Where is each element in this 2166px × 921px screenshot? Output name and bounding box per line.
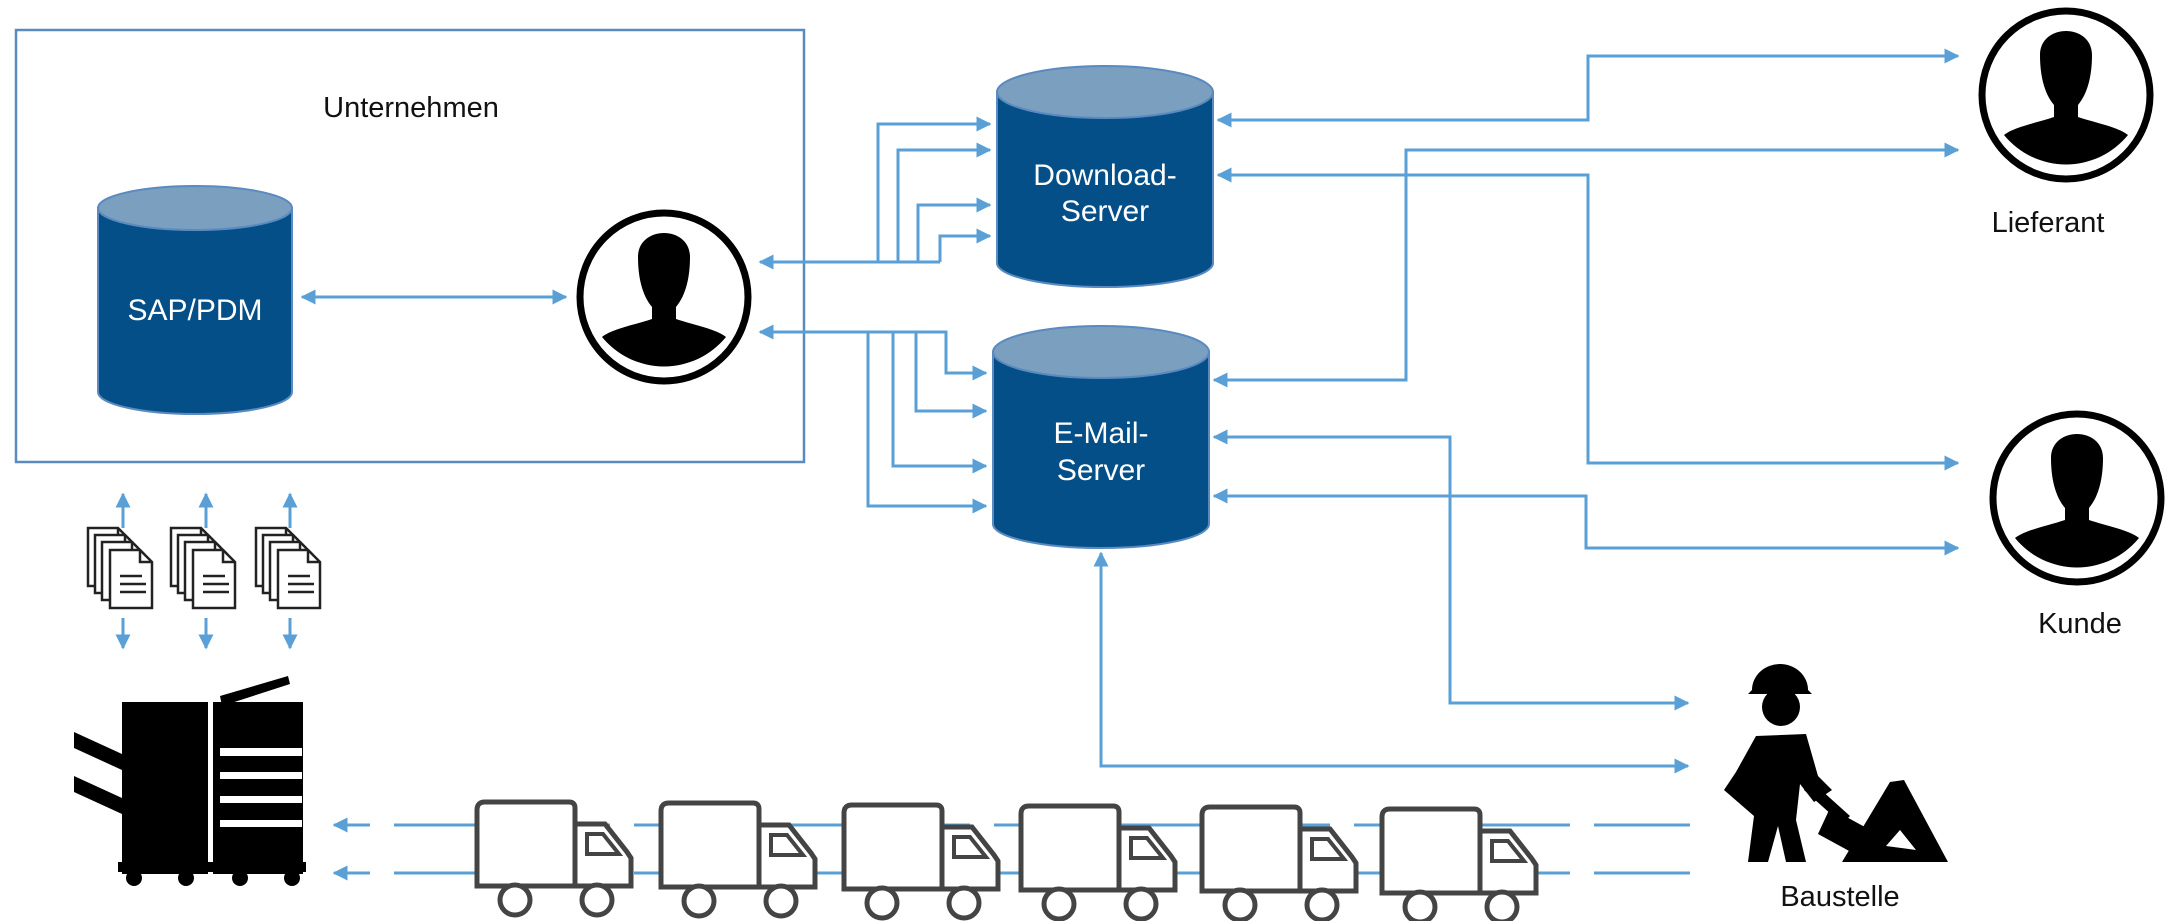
document-stack-icon: [256, 528, 320, 608]
site-label: Baustelle: [1780, 881, 1899, 913]
email-server-database: E-Mail- Server: [992, 325, 1210, 549]
document-arrows: [115, 492, 298, 650]
supplier-label: Lieferant: [1992, 207, 2105, 239]
printer-icon: [74, 676, 306, 886]
company-label: Unternehmen: [323, 92, 499, 124]
document-stack-icon: [88, 528, 152, 608]
employee-person-icon: [580, 213, 748, 381]
company-frame: [14, 28, 806, 464]
truck-icon: [1202, 807, 1356, 920]
employee-download-arrows: [758, 116, 992, 270]
truck-icon: [844, 805, 998, 918]
construction-worker-icon: [1724, 664, 1948, 862]
sap-label: SAP/PDM: [127, 294, 262, 327]
server-site-arrows: [1093, 429, 1690, 774]
customer-person-icon: [1993, 414, 2161, 582]
supplier-person-icon: [1982, 11, 2150, 179]
download-server-label-line1: Download-: [1033, 159, 1176, 192]
employee-email-arrows: [758, 324, 988, 514]
download-server-database: Download- Server: [996, 65, 1214, 288]
truck-icon: [1021, 806, 1175, 919]
sap-database: SAP/PDM: [97, 185, 293, 415]
truck-icon: [477, 802, 631, 915]
email-server-label-line2: Server: [1057, 454, 1145, 487]
truck-icon: [661, 803, 815, 916]
email-server-label-line1: E-Mail-: [1054, 417, 1149, 450]
document-stack-icon: [171, 528, 235, 608]
server-partner-arrows: [1212, 48, 1960, 556]
customer-label: Kunde: [2038, 608, 2122, 640]
download-server-label-line2: Server: [1061, 195, 1149, 228]
